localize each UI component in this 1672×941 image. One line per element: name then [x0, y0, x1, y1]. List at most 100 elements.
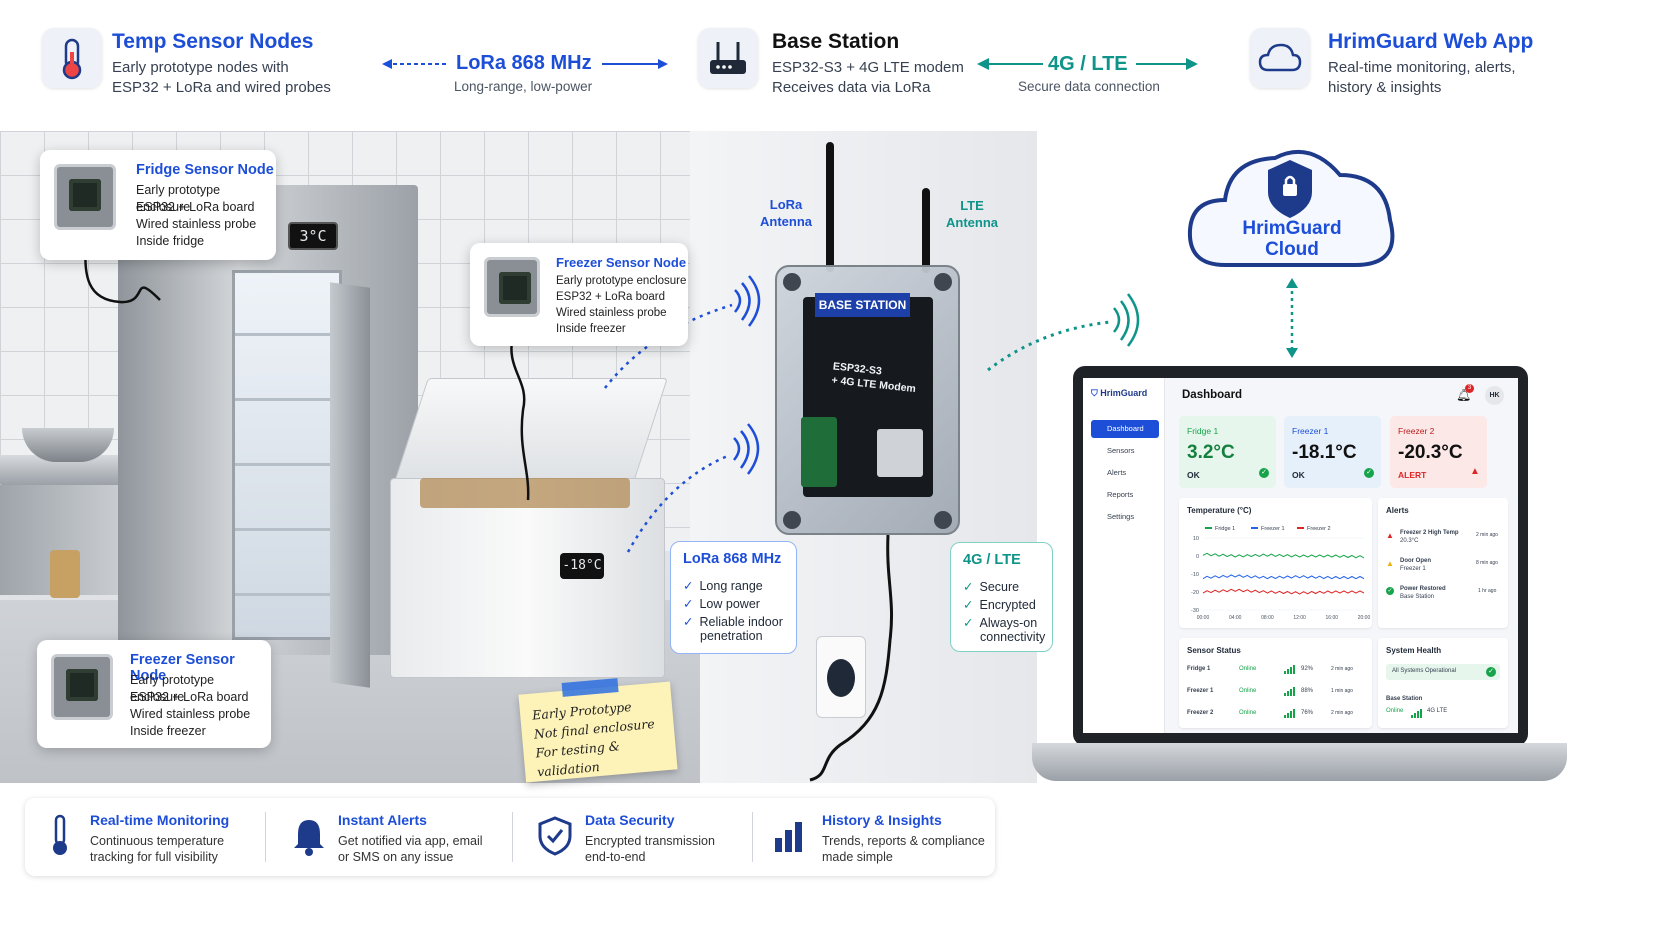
lte-link-title: 4G / LTE: [1048, 53, 1128, 75]
y-tick-label: -10: [1191, 572, 1199, 578]
feature-line: end-to-end: [585, 850, 646, 864]
kpi-freezer-2[interactable]: Freezer 2 -20.3°C ALERT ▲: [1390, 416, 1487, 488]
feature-title: Instant Alerts: [338, 812, 427, 828]
signal-icon: [1284, 665, 1295, 674]
x-tick-label: 12:00: [1293, 615, 1306, 621]
sensor-status: Online: [1239, 688, 1257, 694]
avatar[interactable]: HK: [1485, 386, 1504, 405]
lte-box-item: ✓Always-on: [963, 616, 1038, 630]
dashboard-sidebar: ⛉ HrimGuard Dashboard Sensors Alerts Rep…: [1083, 378, 1165, 733]
lte-box-item: ✓Encrypted: [963, 598, 1036, 612]
base-station-line1: ESP32-S3 + 4G LTE modem: [772, 59, 964, 76]
legend-label: Fridge 1: [1215, 526, 1235, 532]
check-icon: ✓: [1364, 468, 1374, 478]
sensor-name: Fridge 1: [1187, 666, 1211, 672]
divider: [512, 812, 513, 862]
card-line: Wired stainless probe: [136, 217, 257, 231]
nav-sensors[interactable]: Sensors: [1107, 446, 1135, 455]
card-line: Inside freezer: [556, 323, 626, 335]
x-tick-label: 16:00: [1326, 615, 1339, 621]
card-title: Freezer Sensor Node: [556, 255, 687, 270]
feature-line: made simple: [822, 850, 893, 864]
lora-box-item: ✓Long range: [683, 579, 763, 593]
alert-time: 2 min ago: [1476, 532, 1498, 538]
feature-alerts: Instant Alerts Get notified via app, ema…: [288, 800, 510, 876]
lora-left-arrow-icon: [382, 59, 446, 69]
signal-icon: [1284, 687, 1295, 696]
kpi-freezer-1[interactable]: Freezer 1 -18.1°C OK ✓: [1284, 416, 1381, 488]
card-line: Wired stainless probe: [130, 707, 251, 721]
series-line: [1202, 574, 1365, 580]
warning-icon: ▲: [1386, 559, 1394, 568]
lora-box-title: LoRa 868 MHz: [683, 551, 782, 567]
card-line: ESP32 + LoRa board: [130, 690, 249, 704]
lte-box-item: ✓Secure: [963, 580, 1020, 594]
check-icon: ✓: [1386, 587, 1394, 595]
fridge-temp-display: 3°C: [288, 222, 338, 250]
feature-line: Get notified via app, email: [338, 834, 483, 848]
shield-check-icon: [538, 816, 572, 856]
x-tick-label: 20:00: [1358, 615, 1371, 621]
fridge-node-card: Fridge Sensor Node Early prototype enclo…: [40, 150, 276, 260]
alert-sub: 20.3°C: [1400, 538, 1419, 544]
sensor-time: 2 min ago: [1331, 666, 1353, 672]
dashboard-brand: ⛉ HrimGuard: [1091, 388, 1148, 398]
bell-icon: [294, 820, 324, 856]
feature-line: or SMS on any issue: [338, 850, 454, 864]
feature-security: Data Security Encrypted transmission end…: [535, 800, 750, 876]
sensor-name: Freezer 2: [1187, 710, 1214, 716]
nav-settings[interactable]: Settings: [1107, 512, 1135, 521]
x-tick-label: 04:00: [1229, 615, 1242, 621]
check-icon: ✓: [1259, 468, 1269, 478]
lora-right-arrow-icon: [602, 59, 668, 69]
x-tick-label: 00:00: [1197, 615, 1210, 621]
feature-line: tracking for full visibility: [90, 850, 218, 864]
alert-title: Power Restored: [1400, 586, 1446, 592]
base-station-line2: Receives data via LoRa: [772, 79, 931, 96]
hrimguard-cloud-icon: [1187, 149, 1395, 267]
sensor-node-photo: [484, 257, 540, 317]
alert-time: 1 hr ago: [1478, 588, 1497, 594]
nav-dashboard[interactable]: Dashboard: [1091, 420, 1159, 438]
system-health-title: System Health: [1386, 646, 1442, 655]
nav-alerts[interactable]: Alerts: [1107, 468, 1127, 477]
alerts-panel-title: Alerts: [1386, 506, 1409, 515]
warning-icon: ▲: [1386, 531, 1394, 540]
temperature-panel-title: Temperature (°C): [1187, 506, 1252, 515]
sensor-nodes-line2: ESP32 + LoRa and wired probes: [112, 79, 331, 96]
divider: [752, 812, 753, 862]
base-station-title: Base Station: [772, 30, 900, 53]
sensor-time: 1 min ago: [1331, 688, 1353, 694]
shield-icon: ⛉: [1091, 388, 1101, 398]
health-base-status: Online: [1386, 708, 1404, 714]
health-base-net: 4G LTE: [1427, 708, 1448, 714]
feature-realtime: Real-time Monitoring Continuous temperat…: [40, 800, 262, 876]
features-bar: [25, 798, 995, 876]
system-health-panel: System Health All Systems Operational ✓ …: [1378, 638, 1508, 728]
check-icon: ✓: [1486, 667, 1496, 677]
signal-icon: [1411, 705, 1423, 723]
freezer-contents: [420, 478, 630, 508]
series-line: [1202, 552, 1365, 559]
nav-reports[interactable]: Reports: [1107, 490, 1134, 499]
webapp-line1: Real-time monitoring, alerts,: [1328, 59, 1516, 76]
lora-box-item: ✓Low power: [683, 597, 760, 611]
series-line: [1202, 588, 1365, 595]
card-title: Freezer Sensor Node: [130, 652, 235, 684]
thermometer-icon: [53, 814, 67, 855]
card-line: Inside fridge: [136, 234, 205, 248]
alert-sub: Freezer 1: [1400, 566, 1426, 572]
kpi-fridge-1[interactable]: Fridge 1 3.2°C OK ✓: [1179, 416, 1276, 488]
alert-title: Door Open: [1400, 558, 1431, 564]
health-status-bar: All Systems Operational ✓: [1386, 664, 1500, 680]
lora-link-sub: Long-range, low-power: [454, 79, 593, 94]
dashboard-screen: ⛉ HrimGuard Dashboard Sensors Alerts Rep…: [1083, 378, 1518, 733]
card-title: Fridge Sensor Node: [136, 162, 274, 178]
